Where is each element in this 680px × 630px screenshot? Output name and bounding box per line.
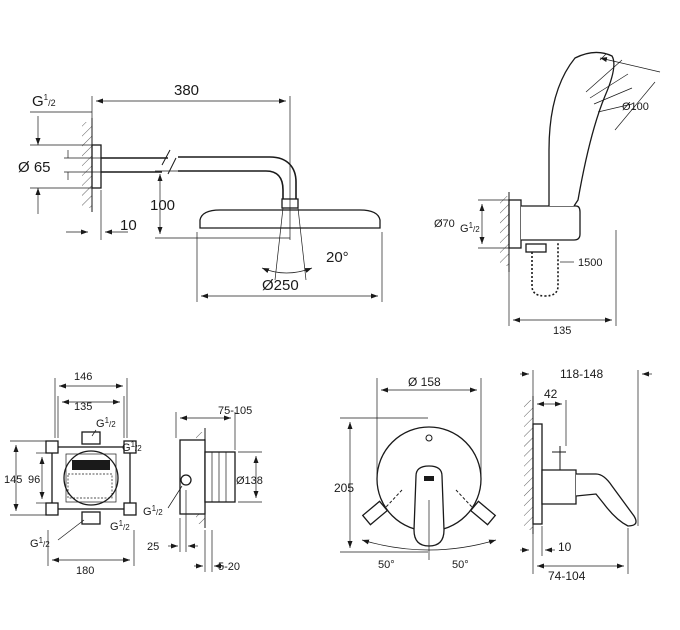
lever-left-position: [361, 500, 389, 526]
mixer-side-lever: [575, 473, 637, 527]
box-side-port: [180, 474, 192, 486]
hand-shower-body: [548, 51, 615, 207]
head-shower-view: G1/2 Ø 65 380 100 10 20° Ø250: [18, 82, 383, 302]
wall-elbow: [508, 199, 522, 249]
arm-break: [161, 149, 177, 175]
box-depth-label: 75-105: [218, 405, 252, 417]
arm-elbow: [178, 156, 297, 200]
mixer-side-screw: [552, 446, 566, 470]
box-side-view: 75-105 Ø138 G1/2 25 5-20: [143, 405, 263, 573]
box-side-cylinder: [204, 451, 236, 503]
box-offset-label: 25: [147, 541, 159, 553]
hose-length-label: 1500: [578, 257, 602, 269]
tilt-angle-label: 20°: [326, 249, 349, 266]
mixer-front-view: 50° 50° Ø 158 205: [334, 375, 497, 571]
hand-shower-diameter-label: Ø100: [622, 101, 649, 113]
box-center-ring: [63, 450, 119, 506]
lever-right-position: [469, 500, 497, 526]
mixer-side-plate: [532, 423, 543, 525]
hose-nut: [525, 243, 547, 253]
box-logo-plate: [72, 460, 110, 470]
arm-length-label: 380: [174, 82, 199, 99]
box-thread-right-label: G1/2: [122, 440, 142, 454]
head-diameter-label: Ø250: [262, 277, 299, 294]
mixer-offset-label: 10: [558, 540, 572, 554]
elbow-diameter-label: Ø70: [434, 218, 455, 230]
angle-right-label: 50°: [452, 559, 469, 571]
hose: [531, 242, 559, 297]
wall-offset-label: 10: [120, 217, 137, 234]
box-thread-top-label: G1/2: [96, 416, 116, 430]
box-side-thread-label: G1/2: [143, 504, 163, 518]
hand-thread-label: G1/2: [460, 221, 480, 235]
drop-label: 100: [150, 197, 175, 214]
box-height-inner-label: 96: [28, 474, 40, 486]
box-thread-bottom-left-label: G1/2: [30, 536, 50, 550]
head-thread-label: G1/2: [32, 93, 56, 110]
mixer-range-bottom-label: 74-104: [548, 569, 586, 583]
box-thread-bottom-right-label: G1/2: [110, 519, 130, 533]
mixer-depth-label: 42: [544, 387, 558, 401]
mixer-height-label: 205: [334, 481, 354, 495]
box-height-outer-label: 145: [4, 474, 22, 486]
box-width-outer-label: 146: [74, 371, 92, 383]
hand-shower-view: Ø100 Ø70 G1/2 1500 135: [434, 51, 661, 337]
mixer-side-body: [541, 469, 577, 505]
mixer-side-view: 118-148 42 10 74-104: [520, 367, 652, 583]
wall-flange: [91, 144, 102, 189]
wall-hatch: [82, 122, 92, 208]
box-bottom-port: [81, 511, 101, 525]
plate-diameter-label: Ø 158: [408, 375, 441, 389]
mixer-projection-label: 118-148: [560, 367, 603, 381]
box-top-port: [81, 431, 101, 445]
spray-face: [585, 59, 633, 113]
mixer-center-mark: [425, 434, 433, 442]
box-width-inner-label: 135: [74, 401, 92, 413]
box-plaster-label: 5-20: [218, 561, 240, 573]
box-front-view: 146 135 145 96 G1/2 G1/2 G1/2 G1/2 180: [4, 371, 142, 577]
box-cylinder-diameter-label: Ø138: [236, 475, 263, 487]
angle-left-label: 50°: [378, 559, 395, 571]
flange-diameter-label: Ø 65: [18, 159, 51, 176]
shower-arm: [101, 157, 168, 173]
box-width-bottom-label: 180: [76, 565, 94, 577]
holder-bracket: [521, 205, 581, 241]
hand-projection-label: 135: [553, 325, 571, 337]
